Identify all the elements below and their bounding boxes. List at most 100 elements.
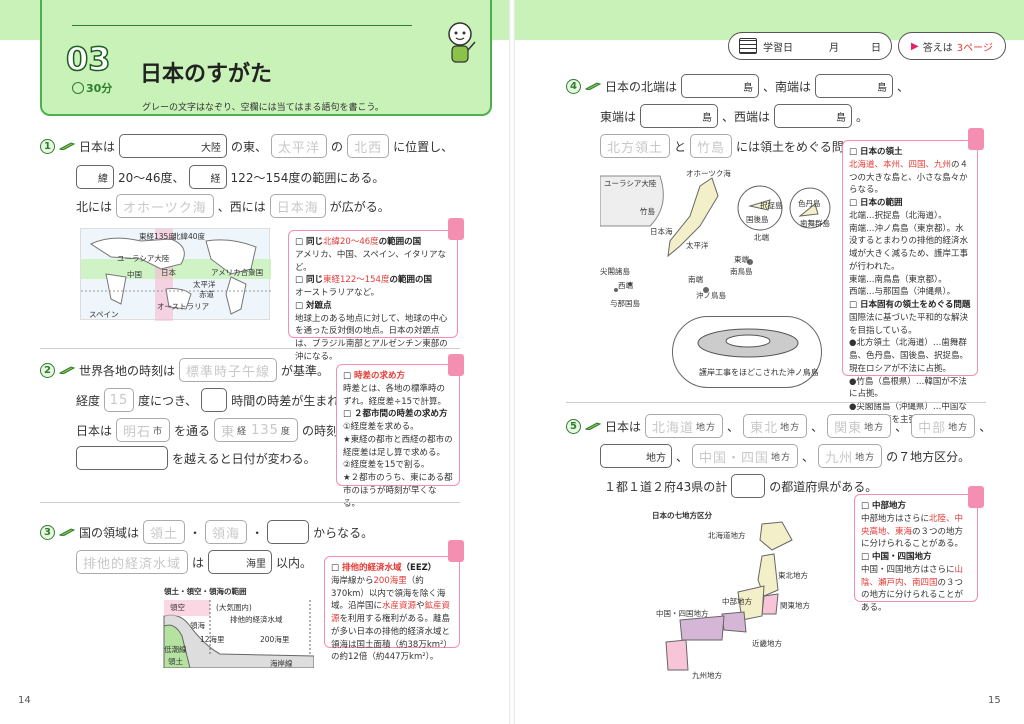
map-label: スペイン [89, 310, 119, 319]
q2-line1: 2 世界各地の時刻は 標準時子午線 が基準。 [40, 358, 329, 382]
map-label: 北端 [754, 233, 769, 242]
pencil-icon [59, 366, 75, 374]
q1-trace-japansea[interactable]: 日本海 [269, 194, 326, 218]
q4-blank-west[interactable]: 島 [774, 104, 853, 128]
q2-blank-hours[interactable] [201, 388, 228, 412]
q2-trace-akashi[interactable]: 明石市 [116, 418, 171, 442]
note-text: ●竹島（島根県）…韓国が不法に占拠。 [849, 376, 967, 400]
q4-trace-takeshima[interactable]: 竹島 [690, 134, 733, 158]
map-title: 日本の七地方区分 [652, 511, 712, 520]
note-text: ★２都市のうち、東にある都市のほうが時刻が早くなる。 [343, 473, 453, 509]
map-label: 中部地方 [722, 597, 752, 606]
map-label: 北緯40度 [173, 232, 206, 241]
note-red: 200海里 [373, 575, 407, 586]
map-label: 九州地方 [692, 671, 722, 680]
q5-trace-chugoku[interactable]: 中国・四国地方 [692, 444, 799, 468]
check-tag-icon [448, 540, 464, 562]
q4-blank-north[interactable]: 島 [681, 74, 760, 98]
q2-blank-dateline[interactable] [76, 446, 168, 470]
q4-badge: 4 [566, 78, 581, 94]
note-red: 山陰、瀬戸内、南四国 [861, 564, 964, 588]
q4-trace-northern[interactable]: 北方領土 [600, 134, 671, 158]
q3-trace-territory[interactable]: 領土 [143, 520, 186, 544]
note-item: □ 日本の領土 [849, 147, 903, 157]
note-heading: 対蹠点 [306, 300, 332, 311]
q1-trace-direction[interactable]: 北西 [347, 134, 390, 158]
q3-trace-waters[interactable]: 領海 [205, 520, 248, 544]
q3-blank-nautical[interactable]: 海里 [208, 550, 273, 574]
q5-trace-tohoku[interactable]: 東北地方 [743, 414, 808, 438]
study-date-box[interactable]: 学習日 月 日 [728, 32, 892, 60]
trace-text: 東 [221, 424, 236, 440]
note-text: を利用する権利がある。離島が多い日本の排他的経済水域と領海は国土面積（約38万k… [331, 614, 452, 663]
blank-suffix: 島 [836, 112, 847, 124]
figure-label: 排他的経済水域 [230, 615, 283, 624]
q5-line1: 5 日本は 北海道地方 、 東北地方 、 関東地方 、 中部地方 、 [566, 414, 991, 438]
note-text: ●北方領土（北海道）…歯舞群島、色丹島、国後島、択捉島。現在ロシアが不法に占拠。 [849, 338, 969, 374]
map-label: 太平洋 [686, 241, 709, 250]
q4-blank-east[interactable]: 島 [640, 104, 719, 128]
note-text: 南端…沖ノ鳥島（東京都）。水没するとまわりの排他的経済水域が大きく減るため、護岸… [849, 223, 969, 272]
note-text: や [416, 601, 425, 612]
note-red: 北緯20～46度 [323, 237, 379, 247]
mascot-icon [448, 22, 476, 63]
text: 経度 [76, 393, 101, 408]
q5-blank-count[interactable] [731, 474, 766, 498]
q5-trace-kanto[interactable]: 関東地方 [827, 414, 892, 438]
divider [40, 348, 460, 349]
map-label: 竹島 [640, 207, 655, 216]
q1-trace-okhotsk[interactable]: オホーツク海 [116, 194, 214, 218]
q1-blank-lat[interactable]: 緯 [76, 165, 114, 189]
map-label: 尖閣諸島 [600, 267, 630, 276]
note-red: 北陸、中央高地、東海 [861, 513, 964, 537]
trace-text: 北海道 [652, 420, 695, 436]
note-item: □ 中部地方 [861, 501, 907, 511]
q3-blank-airspace[interactable] [267, 520, 310, 544]
q1-blank-continent[interactable]: 大陸 [119, 134, 228, 158]
lesson-header: 03 30分 日本のすがた グレーの文字はなぞり、空欄には当てはまる語句を書こう… [40, 0, 492, 116]
q2-trace-15[interactable]: 15 [104, 388, 135, 412]
territory-drawing [163, 600, 315, 669]
pencil-icon [585, 422, 601, 430]
text: 度につき、 [138, 393, 198, 408]
map-label: 色丹島 [798, 199, 821, 208]
map-label: 西端 [618, 281, 633, 290]
figure-label: 200海里 [260, 635, 290, 644]
q1-blank-long[interactable]: 経 [188, 165, 227, 189]
q2-line4: を越えると日付が変わる。 [76, 446, 316, 470]
note-heading: 同じ [306, 275, 324, 286]
q5-trace-chubu[interactable]: 中部地方 [911, 414, 976, 438]
text: 、西には [217, 199, 266, 214]
q1-trace-ocean[interactable]: 太平洋 [271, 134, 328, 158]
map-label: 中国 [127, 270, 142, 279]
q5-blank-kinki[interactable]: 地方 [600, 444, 672, 468]
note-red: 水産資源 [382, 601, 417, 612]
note-heading: ２都市間の時差の求め方 [354, 409, 448, 420]
q3-trace-eez[interactable]: 排他的経済水域 [76, 550, 189, 574]
world-map: 東経135度 北緯40度 ユーラシア大陸 中国 日本 アメリカ合衆国 太平洋 赤… [80, 228, 271, 321]
note-text: ①経度差を求める。 [343, 422, 419, 432]
note-text: 中国・四国地方はさらに [861, 564, 955, 575]
figure-label: 低潮線 [164, 645, 187, 654]
check-tag-icon [968, 486, 984, 508]
map-label: 沖ノ鳥島 [696, 291, 726, 300]
q4-blank-south[interactable]: 島 [815, 74, 894, 98]
note-text: 海岸線から [331, 575, 374, 586]
map-label: 歯舞群島 [800, 219, 830, 228]
q2-trace-meridian[interactable]: 標準時子午線 [179, 358, 278, 382]
note-item: □ 時差の求め方 [343, 371, 406, 381]
map-label: 日本 [161, 268, 176, 277]
regions-drawing [665, 521, 793, 671]
note-heading: 日本の領土 [860, 147, 903, 157]
note-heading: 日本の範囲 [860, 198, 903, 208]
map-label: ユーラシア大陸 [117, 254, 170, 263]
blank-suffix: 島 [702, 112, 713, 124]
trace-suffix: 地方 [948, 422, 969, 433]
text: 、 [897, 79, 910, 94]
q5-trace-kyushu[interactable]: 九州地方 [818, 444, 883, 468]
q5-trace-hokkaido[interactable]: 北海道地方 [645, 414, 724, 438]
